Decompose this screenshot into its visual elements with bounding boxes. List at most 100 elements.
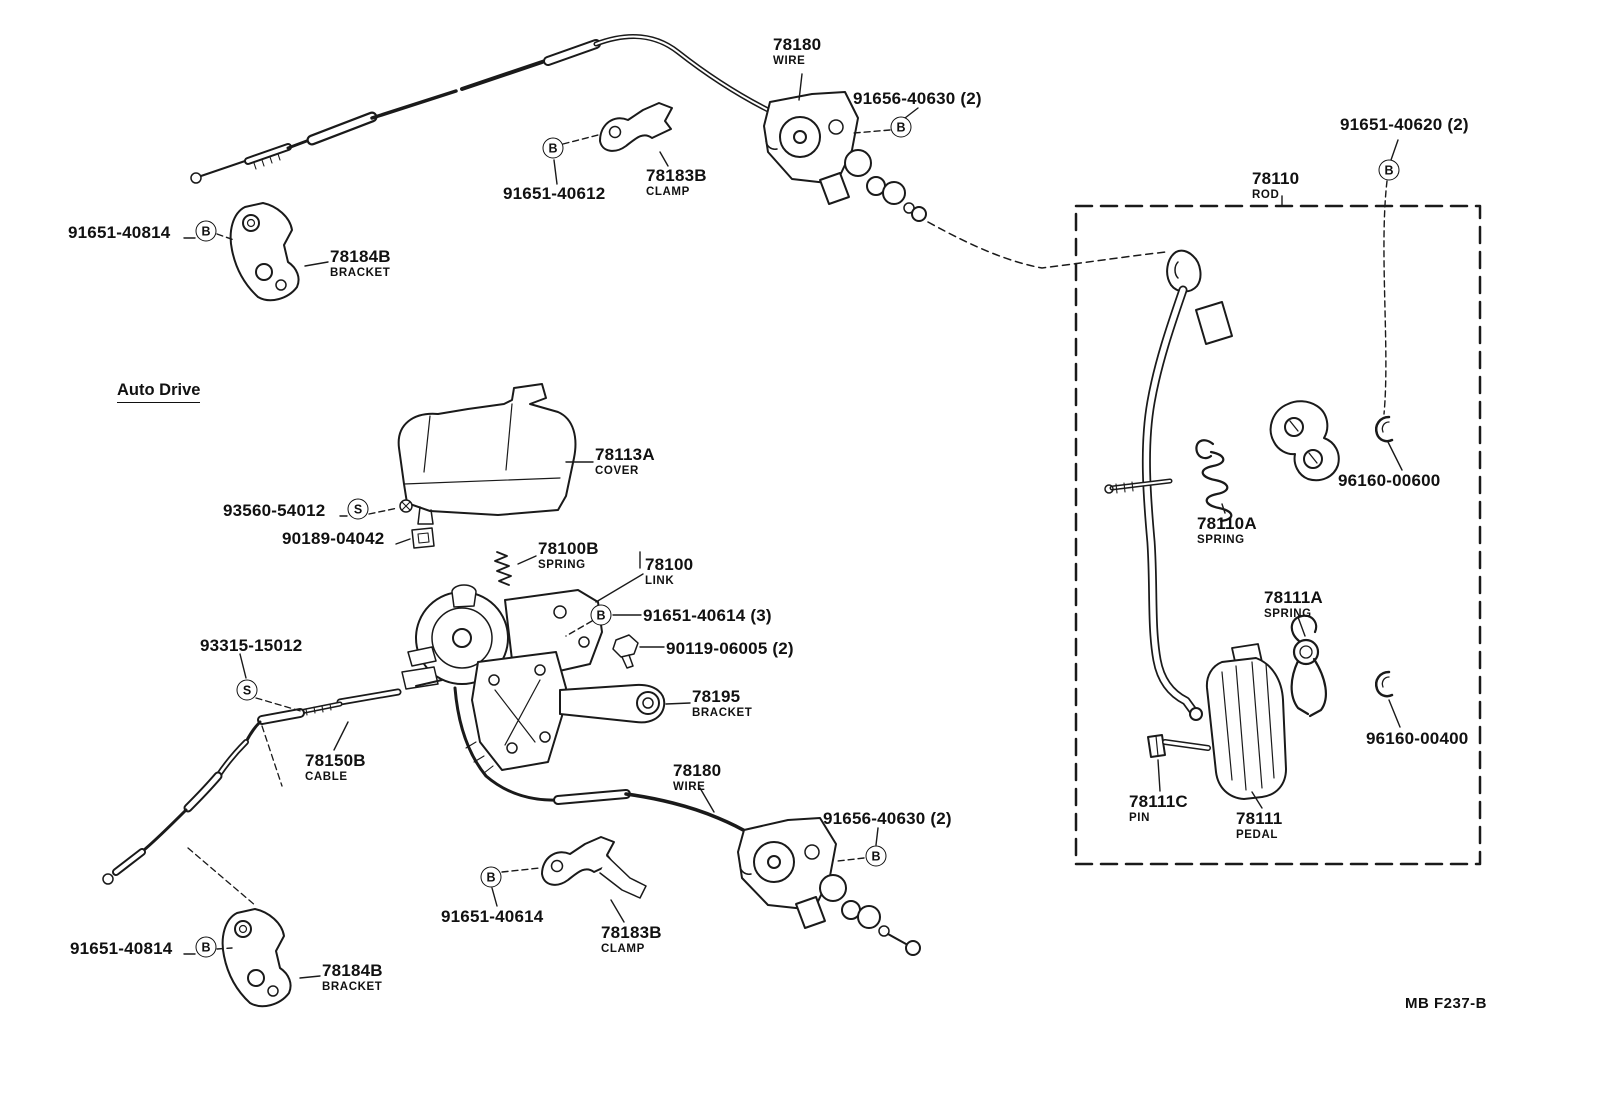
circled-b-marker: B [195,936,217,958]
part-number: 91651-40620 (2) [1340,115,1469,134]
part-number: 90189-04042 [282,529,385,548]
part-number: 78180 [673,761,722,780]
diagram-title: Auto Drive [117,381,201,403]
bolt-90119 [612,634,639,669]
spring-78110A [1195,439,1233,523]
part-name: CLAMP [646,186,690,198]
throttle-cable-top [190,33,775,184]
part-name: ROD [1252,189,1280,201]
part-number: 78100 [645,555,694,574]
part-label: 91651-40612 [503,185,605,202]
circled-b-marker: B [480,866,502,888]
part-number: 96160-00400 [1366,729,1469,748]
link-assembly-78100 [401,584,603,690]
part-number: 78113A [595,445,655,464]
part-name: SPRING [1264,608,1312,620]
part-label: 90189-04042 [282,530,384,547]
part-label: 91651-40614 (3) [643,607,772,624]
part-label: 91651-40814 [68,224,170,241]
clamp-top [599,102,673,152]
part-label: 91656-40630 (2) [823,810,952,827]
clip-96160-00600 [1375,415,1394,443]
part-label: 91651-40614 [441,908,543,925]
part-name: SPRING [1197,534,1245,546]
wire-assembly-lower [737,817,921,956]
circled-b-marker: B [590,604,612,626]
part-label: 90119-06005 (2) [666,640,794,657]
part-number: 91651-40814 [68,223,171,242]
screw-and-clip [399,499,435,549]
part-name: PEDAL [1236,829,1278,841]
part-name: BRACKET [322,981,383,993]
part-name: WIRE [673,781,706,793]
circled-s-marker: S [236,679,258,701]
part-number: 93315-15012 [200,636,303,655]
part-label: 93315-15012 [200,637,302,654]
part-name: LINK [645,575,675,587]
circled-s-marker: S [347,498,369,520]
part-name: WIRE [773,55,806,67]
assembly-box [1074,204,1482,866]
bracket-78195 [471,651,666,771]
leader-lines [183,73,1403,979]
circled-b-marker: B [195,220,217,242]
part-name: CABLE [305,771,348,783]
part-name: BRACKET [692,707,753,719]
part-number: 78183B [646,166,707,185]
rod-78110 [1104,249,1233,721]
pin-78111C [1147,734,1211,758]
part-number: 78150B [305,751,366,770]
part-label: 93560-54012 [223,502,325,519]
part-number: 78195 [692,687,741,706]
part-label: 91651-40814 [70,940,172,957]
clamp-lower [541,836,647,899]
circled-b-marker: B [890,116,912,138]
part-number: 91651-40814 [70,939,173,958]
part-name: PIN [1129,812,1150,824]
part-name: CLAMP [601,943,645,955]
bracket-lower [221,908,292,1008]
wire-assembly-top [763,91,1167,269]
part-number: 78111A [1264,588,1323,607]
circled-b-marker: B [1378,159,1400,181]
diagram-code: MB F237-B [1405,995,1488,1012]
part-label: 91651-40620 (2) [1340,116,1469,133]
dashed-leaders [216,129,1388,950]
part-number: 78184B [322,961,383,980]
part-number: 96160-00600 [1338,471,1441,490]
part-number: 91656-40630 (2) [823,809,952,828]
cover-78113A [397,383,577,525]
part-number: 78100B [538,539,599,558]
part-number: 91651-40612 [503,184,606,203]
part-number: 78110 [1252,169,1300,188]
cable-78150B [102,679,443,907]
circled-b-marker: B [542,137,564,159]
part-number: 93560-54012 [223,501,326,520]
part-label: 96160-00400 [1366,730,1468,747]
spring-78111A [1290,614,1328,718]
part-name: SPRING [538,559,586,571]
part-label: 91656-40630 (2) [853,90,982,107]
part-label: 96160-00600 [1338,472,1440,489]
part-number: 91656-40630 (2) [853,89,982,108]
part-name: BRACKET [330,267,391,279]
part-name: COVER [595,465,639,477]
